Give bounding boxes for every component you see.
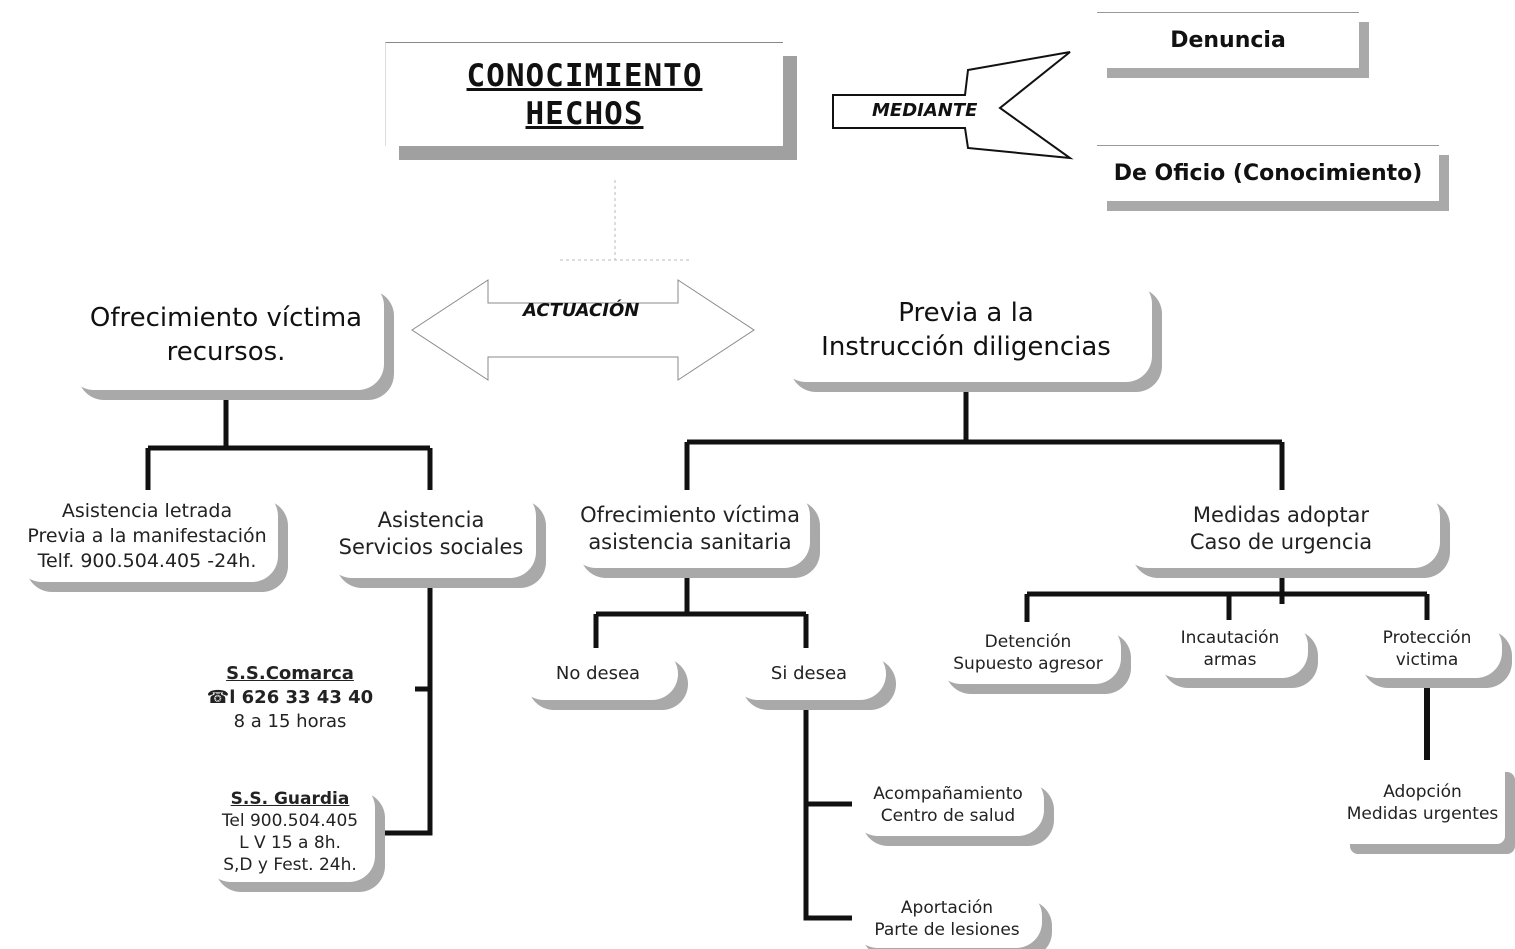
ss-guardia-line-1: Tel 900.504.405	[221, 811, 359, 831]
denuncia-box: Denuncia	[1097, 12, 1359, 68]
asistencia-sanitaria-line-1: Ofrecimiento víctima	[580, 503, 800, 527]
adopcion-line-1: Adopción	[1383, 782, 1462, 802]
servicios-sociales-line-1: Asistencia	[377, 508, 485, 532]
ss-comarca-hours: 8 a 15 horas	[233, 711, 347, 732]
no-desea-box: No desea	[518, 648, 678, 700]
acompanamiento-box: Acompañamiento Centro de salud	[852, 774, 1044, 836]
ss-guardia-title: S.S. Guardia	[230, 789, 350, 809]
actuacion-label: ACTUACIÓN	[523, 300, 640, 321]
asistencia-letrada-line-2: Previa a la manifestación	[27, 524, 267, 547]
ss-comarca-box: S.S.Comarca ☎l 626 33 43 40 8 a 15 horas	[205, 648, 375, 748]
proteccion-line-2: victima	[1395, 650, 1459, 670]
ss-comarca-title: S.S.Comarca	[226, 663, 354, 684]
aportacion-line-1: Aportación	[900, 898, 994, 918]
ss-guardia-box: S.S. Guardia Tel 900.504.405 L V 15 a 8h…	[205, 782, 375, 882]
asistencia-letrada-box: Asistencia letrada Previa a la manifesta…	[16, 490, 278, 582]
mediante-label: MEDIANTE	[872, 100, 978, 121]
de-oficio-box: De Oficio (Conocimiento)	[1097, 145, 1439, 201]
actuacion-double-arrow	[411, 279, 755, 381]
detencion-line-2: Supuesto agresor	[953, 654, 1103, 674]
previa-instruccion-box: Previa a la Instrucción diligencias	[780, 278, 1152, 382]
incautacion-line-2: armas	[1203, 650, 1257, 670]
ss-comarca-phone-row: ☎l 626 33 43 40	[207, 686, 373, 710]
detencion-line-1: Detención	[984, 632, 1072, 652]
asistencia-letrada-line-1: Asistencia letrada	[61, 499, 233, 522]
incautacion-box: Incautación armas	[1152, 620, 1308, 678]
medidas-adoptar-line-1: Medidas adoptar	[1192, 503, 1370, 527]
ofrecimiento-recursos-line-2: recursos.	[166, 337, 286, 367]
asistencia-sanitaria-box: Ofrecimiento víctima asistencia sanitari…	[570, 490, 810, 568]
acompanamiento-line-2: Centro de salud	[880, 806, 1016, 826]
previa-instruccion-line-2: Instrucción diligencias	[821, 332, 1111, 362]
servicios-sociales-line-2: Servicios sociales	[338, 535, 524, 559]
acompanamiento-line-1: Acompañamiento	[873, 784, 1023, 804]
title-line-1: CONOCIMIENTO	[466, 57, 703, 94]
asistencia-letrada-line-3: Telf. 900.504.405 -24h.	[37, 549, 257, 572]
aportacion-box: Aportación Parte de lesiones	[852, 890, 1042, 948]
ss-comarca-phone: l 626 33 43 40	[229, 687, 374, 708]
adopcion-box: Adopción Medidas urgentes	[1340, 762, 1505, 844]
proteccion-line-1: Protección	[1382, 628, 1472, 648]
incautacion-line-1: Incautación	[1180, 628, 1280, 648]
previa-instruccion-line-1: Previa a la	[898, 298, 1034, 328]
proteccion-box: Protección victima	[1352, 620, 1502, 678]
mediante-fork-arrow	[832, 51, 1074, 160]
title-line-2: HECHOS	[525, 95, 644, 132]
asistencia-sanitaria-line-2: asistencia sanitaria	[588, 530, 792, 554]
ss-guardia-line-3: S,D y Fest. 24h.	[223, 855, 357, 875]
title-box: CONOCIMIENTO HECHOS	[385, 42, 783, 146]
si-desea-box: Si desea	[732, 648, 886, 700]
servicios-sociales-box: Asistencia Servicios sociales	[326, 490, 536, 578]
ofrecimiento-recursos-line-1: Ofrecimiento víctima	[89, 303, 363, 333]
medidas-adoptar-line-2: Caso de urgencia	[1189, 530, 1373, 554]
telephone-icon: ☎	[206, 687, 230, 708]
adopcion-line-2: Medidas urgentes	[1346, 804, 1499, 824]
detencion-box: Detención Supuesto agresor	[935, 622, 1121, 684]
medidas-adoptar-box: Medidas adoptar Caso de urgencia	[1122, 490, 1440, 568]
ofrecimiento-recursos-box: Ofrecimiento víctima recursos.	[68, 280, 384, 390]
ss-guardia-line-2: L V 15 a 8h.	[239, 833, 341, 853]
aportacion-line-2: Parte de lesiones	[874, 920, 1020, 940]
